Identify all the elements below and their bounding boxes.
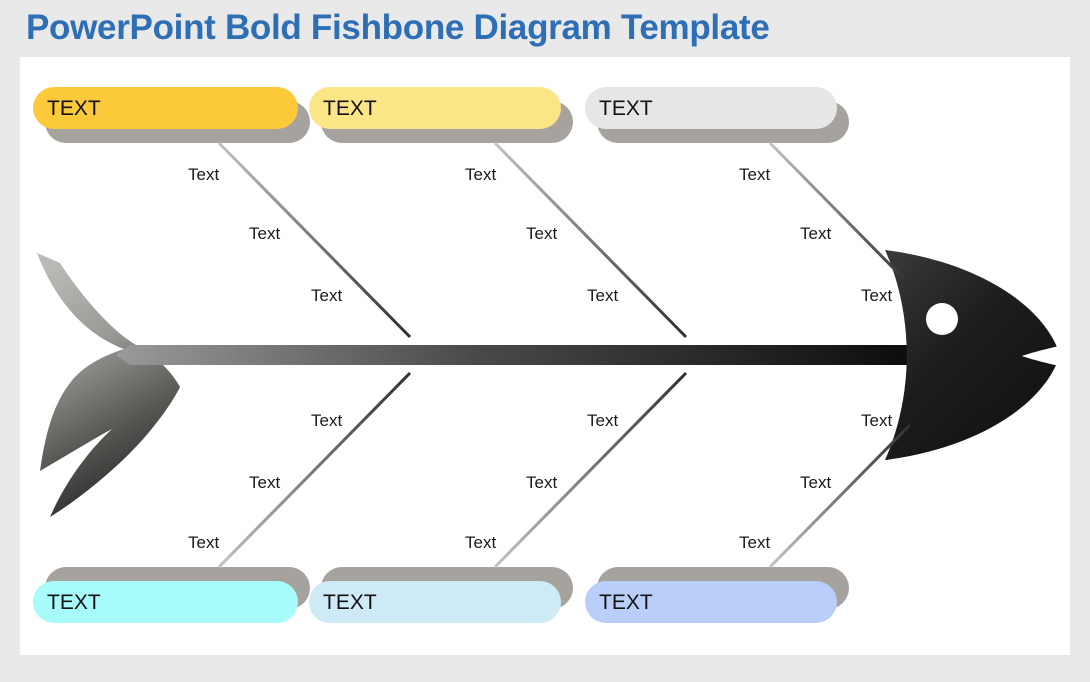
bone-line-bottom-3 [768, 423, 912, 569]
category-label-bottom-3: TEXT [599, 591, 653, 614]
category-pill-top-2[interactable] [309, 87, 561, 129]
category-pill-top-3[interactable] [585, 87, 837, 129]
category-label-bottom-1: TEXT [47, 591, 101, 614]
cause-label-top-3-1: Text [739, 165, 770, 184]
category-label-bottom-2: TEXT [323, 591, 377, 614]
cause-label-bottom-2-1: Text [465, 533, 496, 552]
fish-tail [37, 253, 180, 517]
cause-label-top-2-2: Text [526, 224, 557, 243]
branch-bottom-2: TEXT Text Text Text [309, 371, 688, 623]
fish-mouth [1022, 345, 1066, 367]
cause-label-bottom-3-3: Text [861, 411, 892, 430]
category-pill-bottom-3[interactable] [585, 581, 837, 623]
cause-label-top-3-3: Text [861, 286, 892, 305]
cause-label-bottom-3-2: Text [800, 473, 831, 492]
branch-bottom-3: TEXT Text Text Text [585, 411, 912, 623]
branch-bottom-1: TEXT Text Text Text [33, 371, 412, 623]
cause-label-bottom-1-1: Text [188, 533, 219, 552]
category-pill-bottom-1[interactable] [33, 581, 298, 623]
fish-spine [116, 345, 908, 365]
cause-label-bottom-3-1: Text [739, 533, 770, 552]
cause-label-top-1-3: Text [311, 286, 342, 305]
bone-line-bottom-1 [217, 371, 412, 569]
cause-label-bottom-2-3: Text [587, 411, 618, 430]
branch-top-1: TEXT Text Text Text [33, 87, 412, 339]
fish-head [885, 250, 1066, 460]
page-title: PowerPoint Bold Fishbone Diagram Templat… [26, 8, 770, 47]
fishbone-diagram: TEXT Text Text Text TEXT Text Text Text [33, 87, 1066, 623]
cause-label-top-2-1: Text [465, 165, 496, 184]
cause-label-top-1-2: Text [249, 224, 280, 243]
branch-top-2: TEXT Text Text Text [309, 87, 688, 339]
cause-label-bottom-1-2: Text [249, 473, 280, 492]
fish-eye [926, 303, 958, 335]
cause-label-top-2-3: Text [587, 286, 618, 305]
diagram-card: TEXT Text Text Text TEXT Text Text Text [20, 57, 1070, 655]
cause-label-top-3-2: Text [800, 224, 831, 243]
category-label-top-3: TEXT [599, 97, 653, 120]
cause-label-top-1-1: Text [188, 165, 219, 184]
category-label-top-1: TEXT [47, 97, 101, 120]
bone-line-bottom-2 [493, 371, 688, 569]
cause-label-bottom-2-2: Text [526, 473, 557, 492]
cause-label-bottom-1-3: Text [311, 411, 342, 430]
bone-line-top-3 [768, 141, 912, 287]
category-pill-top-1[interactable] [33, 87, 298, 129]
category-label-top-2: TEXT [323, 97, 377, 120]
bone-line-top-2 [493, 141, 688, 339]
category-pill-bottom-2[interactable] [309, 581, 561, 623]
branch-top-3: TEXT Text Text Text [585, 87, 912, 305]
bone-line-top-1 [217, 141, 412, 339]
